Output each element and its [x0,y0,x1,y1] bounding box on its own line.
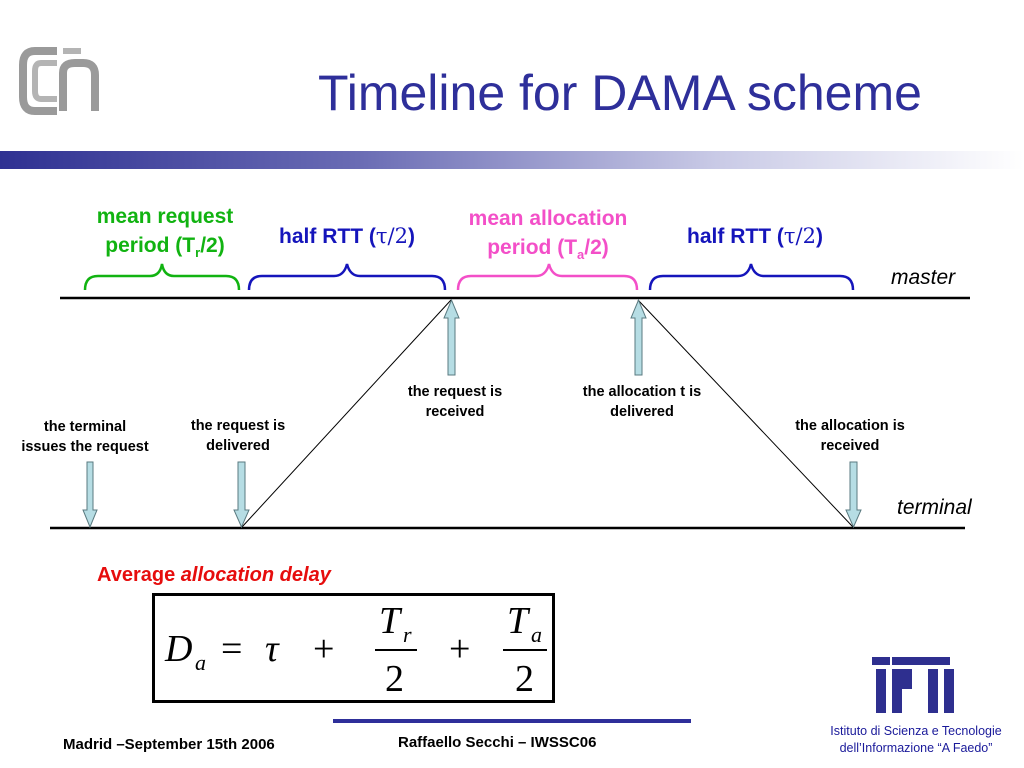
mean-allocation-label: mean allocation period (Ta/2) [468,207,628,263]
formula-plus-2: + [449,628,471,670]
institute-name: Istituto di Scienza e Tecnologie dell’In… [830,724,1002,755]
formula-Ta-sub: a [531,622,542,647]
mean-request-label: mean request period (Tr/2) [96,205,234,261]
master-label: master [891,266,956,289]
arrow-allocation-received [845,461,862,529]
cnr-logo [19,47,99,115]
formula-den-2: 2 [515,658,534,700]
arrow-allocation-delivered [630,298,647,376]
fraction-bar-1 [375,649,417,651]
half-rtt-label-2: half RTT (τ/2) [687,224,823,248]
formula-Tr-sub: r [403,622,412,647]
header-bar [0,151,1024,169]
formula-Tr: T [379,600,401,642]
formula-den-1: 2 [385,658,404,700]
arrow-request-delivered [233,461,250,529]
formula-heading: Average allocation delay [97,564,331,586]
arrow-request-received [443,298,460,376]
formula-D-sub: a [195,650,206,675]
formula-D: D [165,628,193,670]
slide-title: Timeline for DAMA scheme [318,65,922,121]
formula-tau: τ [265,628,279,670]
brace-mean-request [83,263,241,291]
brace-mean-allocation [456,263,639,291]
formula-box: D a = τ + T r 2 + T a 2 [152,593,555,703]
footer-divider [333,719,691,723]
brace-half-rtt-2 [648,263,855,291]
brace-half-rtt-1 [247,263,447,291]
arrow-terminal-issues [82,461,98,529]
footer-author: Raffaello Secchi – IWSSC06 [398,734,597,751]
isti-logo [872,657,954,713]
formula-Ta: T [507,600,529,642]
footer-date: Madrid –September 15th 2006 [63,736,275,753]
fraction-bar-2 [503,649,547,651]
terminal-label: terminal [897,496,972,519]
allocation-path [637,299,854,528]
formula-plus-1: + [313,628,335,670]
half-rtt-label-1: half RTT (τ/2) [279,224,415,248]
request-path [241,299,452,528]
formula-equals: = [221,628,243,670]
